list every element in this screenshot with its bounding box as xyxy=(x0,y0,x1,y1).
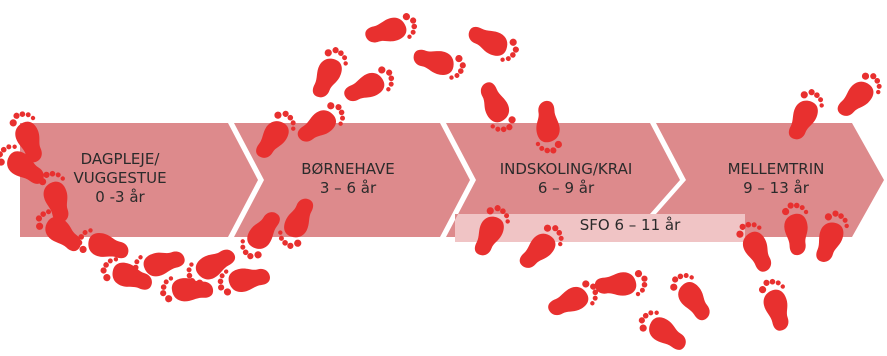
stage-label-dagpleje: DAGPLEJE/ VUGGESTUE 0 -3 år xyxy=(60,150,180,207)
stage-age: 0 -3 år xyxy=(95,188,145,206)
stage-label-indskoling: INDSKOLING/KRAI 6 – 9 år xyxy=(486,160,646,198)
footprint-icon xyxy=(833,67,887,125)
stage-age: 3 – 6 år xyxy=(319,179,377,197)
stage-segment-mellemtrin xyxy=(656,123,884,237)
footprint-icon xyxy=(410,46,468,82)
stage-title: BØRNEHAVE xyxy=(301,160,395,178)
stage-subtitle: VUGGESTUE xyxy=(73,169,167,187)
footprint-icon xyxy=(755,274,799,334)
stage-age: 6 – 9 år xyxy=(537,179,595,197)
stage-label-mellemtrin: MELLEMTRIN 9 – 13 år xyxy=(706,160,846,198)
stage-segment-indskoling xyxy=(446,123,680,237)
stage-age: 9 – 13 år xyxy=(743,179,809,197)
footprint-icon xyxy=(340,62,400,112)
footprint-icon xyxy=(463,22,523,66)
stage-segment-dagpleje xyxy=(20,123,258,237)
footprint-icon xyxy=(362,9,422,53)
footprint-icon xyxy=(593,268,651,304)
stage-title: INDSKOLING/KRAI xyxy=(499,160,633,178)
stage-segment-boernehave xyxy=(234,123,470,237)
sfo-band xyxy=(455,214,745,242)
sfo-label: SFO 6 – 11 år xyxy=(579,216,681,234)
footprint-icon xyxy=(665,266,720,325)
footprint-icon xyxy=(634,304,694,355)
stage-title: DAGPLEJE/ xyxy=(80,150,160,168)
stage-title: MELLEMTRIN xyxy=(727,160,825,178)
stage-label-boernehave: BØRNEHAVE 3 – 6 år xyxy=(288,160,408,198)
